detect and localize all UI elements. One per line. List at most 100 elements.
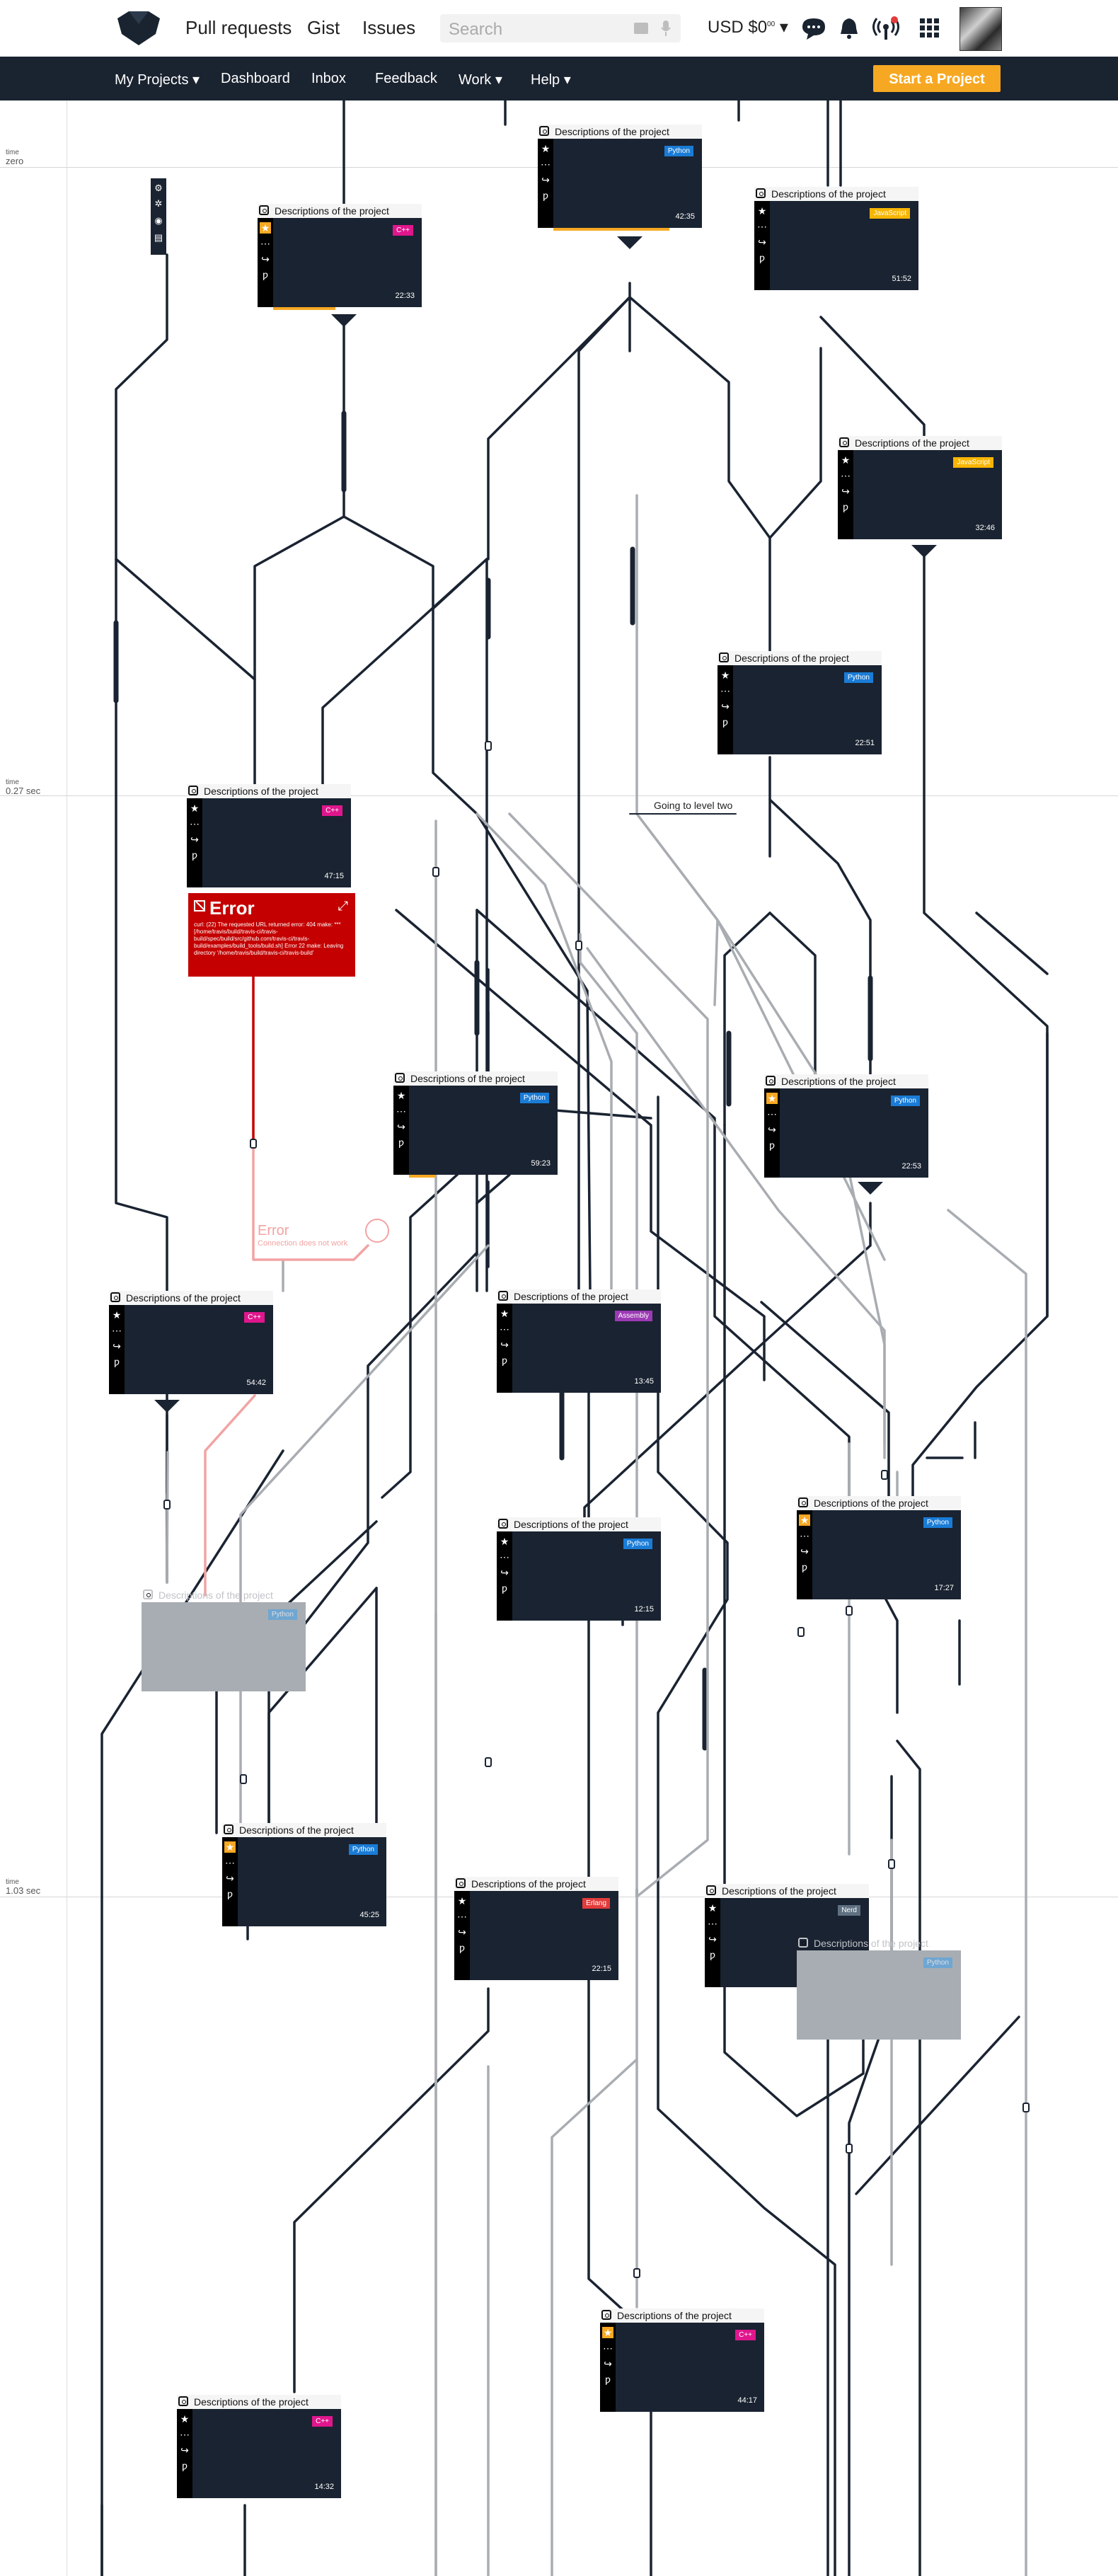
timer-icon[interactable] bbox=[365, 1219, 389, 1243]
forward-icon[interactable]: ↪ bbox=[604, 2358, 612, 2369]
camera-icon[interactable] bbox=[498, 1519, 508, 1529]
nav-dashboard[interactable]: Dashboard bbox=[221, 71, 290, 86]
star-icon[interactable]: ★ bbox=[541, 143, 551, 154]
project-card[interactable]: Descriptions of the project ★ ⋯ ↪ ƿ C++ … bbox=[187, 784, 351, 887]
star-icon[interactable]: ★ bbox=[260, 222, 271, 234]
project-card[interactable]: Descriptions of the project ★ ⋯ ↪ ƿ C++ … bbox=[109, 1291, 273, 1394]
card-title[interactable]: Descriptions of the project bbox=[771, 188, 886, 200]
branch-icon[interactable]: ƿ bbox=[182, 2460, 188, 2471]
star-icon[interactable]: ★ bbox=[112, 1309, 122, 1321]
pull-requests-link[interactable]: Pull requests bbox=[185, 17, 292, 38]
share-icon[interactable]: ⋯ bbox=[396, 1105, 406, 1117]
forward-icon[interactable]: ↪ bbox=[190, 834, 199, 845]
user-avatar[interactable] bbox=[959, 7, 1002, 51]
star-icon[interactable]: ★ bbox=[180, 2413, 190, 2425]
card-title[interactable]: Descriptions of the project bbox=[471, 1878, 586, 1890]
project-card[interactable]: Descriptions of the project ★ ⋯ ↪ ƿ Erla… bbox=[454, 1877, 618, 1980]
card-title[interactable]: Descriptions of the project bbox=[734, 652, 849, 664]
camera-icon[interactable] bbox=[498, 1291, 508, 1301]
eye-icon[interactable]: ◉ bbox=[154, 215, 163, 226]
project-card[interactable]: Descriptions of the project ★ ⋯ ↪ ƿ Pyth… bbox=[497, 1517, 661, 1621]
forward-icon[interactable]: ↪ bbox=[226, 1873, 234, 1884]
card-title[interactable]: Descriptions of the project bbox=[855, 437, 969, 449]
branch-icon[interactable]: ƿ bbox=[759, 252, 765, 263]
card-title[interactable]: Descriptions of the project bbox=[126, 1292, 241, 1304]
project-card[interactable]: Descriptions of the project ★ ⋯ ↪ ƿ C++ … bbox=[258, 204, 422, 310]
card-title[interactable]: Descriptions of the project bbox=[410, 1073, 525, 1084]
star-icon[interactable]: ★ bbox=[500, 1308, 509, 1319]
card-title[interactable]: Descriptions of the project bbox=[814, 1938, 928, 1949]
forward-icon[interactable]: ↪ bbox=[721, 701, 730, 712]
share-icon[interactable]: ⋯ bbox=[190, 818, 200, 829]
star-icon[interactable]: ★ bbox=[224, 1841, 236, 1853]
share-icon[interactable]: ⋯ bbox=[541, 159, 551, 170]
forward-icon[interactable]: ↪ bbox=[758, 236, 766, 248]
project-card[interactable]: Descriptions of the project ★ ⋯ ↪ ƿ Pyth… bbox=[718, 651, 882, 754]
camera-icon[interactable] bbox=[188, 786, 198, 795]
branch-icon[interactable]: ƿ bbox=[769, 1139, 775, 1151]
forward-icon[interactable]: ↪ bbox=[261, 253, 270, 265]
star-icon[interactable]: ★ bbox=[457, 1895, 467, 1907]
apps-grid-icon[interactable] bbox=[916, 14, 944, 42]
keyboard-icon[interactable] bbox=[634, 23, 648, 34]
card-title[interactable]: Descriptions of the project bbox=[204, 786, 318, 797]
share-icon[interactable]: ⋯ bbox=[720, 685, 730, 696]
broadcast-icon[interactable] bbox=[872, 14, 900, 42]
share-icon[interactable]: ⋯ bbox=[500, 1551, 509, 1563]
project-card[interactable]: Descriptions of the project ★ ⋯ ↪ ƿ Pyth… bbox=[797, 1936, 961, 2040]
project-card[interactable]: Descriptions of the project ★ ⋯ ↪ ƿ C++ … bbox=[177, 2395, 341, 2498]
project-card[interactable]: Descriptions of the project ★ ⋯ ↪ ƿ Pyth… bbox=[393, 1071, 558, 1178]
gist-link[interactable]: Gist bbox=[307, 17, 340, 38]
nav-feedback[interactable]: Feedback bbox=[375, 71, 437, 86]
share-icon[interactable]: ⋯ bbox=[708, 1918, 718, 1929]
camera-icon[interactable] bbox=[839, 437, 849, 447]
book-icon[interactable]: ▤ bbox=[154, 232, 163, 243]
card-title[interactable]: Descriptions of the project bbox=[514, 1519, 628, 1530]
share-icon[interactable]: ⋯ bbox=[180, 2429, 190, 2440]
microphone-icon[interactable] bbox=[661, 21, 671, 36]
camera-icon[interactable] bbox=[601, 2310, 611, 2320]
forward-icon[interactable]: ↪ bbox=[458, 1926, 466, 1938]
star-icon[interactable]: ★ bbox=[799, 1514, 810, 1526]
card-title[interactable]: Descriptions of the project bbox=[555, 126, 669, 137]
branch-icon[interactable]: ƿ bbox=[459, 1942, 465, 1953]
bell-icon[interactable] bbox=[835, 14, 863, 42]
camera-icon[interactable] bbox=[756, 188, 766, 198]
camera-icon[interactable] bbox=[178, 2396, 188, 2406]
project-card[interactable]: Descriptions of the project ★ ⋯ ↪ ƿ Java… bbox=[838, 436, 1002, 539]
camera-icon[interactable] bbox=[143, 1589, 153, 1599]
card-title[interactable]: Descriptions of the project bbox=[617, 2310, 732, 2321]
branch-icon[interactable]: ƿ bbox=[398, 1137, 404, 1148]
forward-icon[interactable]: ↪ bbox=[500, 1339, 509, 1350]
search-input[interactable]: Search bbox=[440, 14, 681, 42]
card-title[interactable]: Descriptions of the project bbox=[814, 1497, 928, 1509]
card-title[interactable]: Descriptions of the project bbox=[781, 1076, 896, 1087]
star-icon[interactable]: ★ bbox=[190, 803, 200, 814]
camera-icon[interactable] bbox=[259, 205, 269, 215]
share-icon[interactable]: ⋯ bbox=[500, 1323, 509, 1335]
camera-icon[interactable] bbox=[395, 1073, 405, 1083]
nav-help[interactable]: Help ▾ bbox=[531, 72, 571, 88]
project-card[interactable]: Descriptions of the project ★ ⋯ ↪ ƿ Pyth… bbox=[797, 1496, 961, 1599]
share-icon[interactable]: ⋯ bbox=[767, 1108, 777, 1120]
card-title[interactable]: Descriptions of the project bbox=[722, 1885, 836, 1897]
camera-icon[interactable] bbox=[539, 126, 549, 136]
branch-icon[interactable]: ƿ bbox=[605, 2374, 611, 2385]
project-card[interactable]: Descriptions of the project ★ ⋯ ↪ ƿ Pyth… bbox=[764, 1074, 928, 1178]
branch-icon[interactable]: ƿ bbox=[722, 716, 728, 728]
forward-icon[interactable]: ↪ bbox=[180, 2444, 189, 2456]
logo-icon[interactable] bbox=[113, 8, 164, 48]
branch-icon[interactable]: ƿ bbox=[543, 190, 548, 201]
star-icon[interactable]: ★ bbox=[841, 454, 851, 466]
branch-icon[interactable]: ƿ bbox=[227, 1888, 233, 1899]
settings-icon[interactable]: ⚙ bbox=[154, 183, 163, 193]
branch-icon[interactable]: ƿ bbox=[502, 1355, 507, 1366]
forward-icon[interactable]: ↪ bbox=[541, 174, 550, 185]
expand-icon[interactable]: ⤢ bbox=[338, 899, 348, 913]
forward-icon[interactable]: ↪ bbox=[768, 1124, 776, 1135]
branch-icon[interactable]: ƿ bbox=[843, 501, 848, 512]
star-icon[interactable]: ★ bbox=[708, 1902, 718, 1914]
forward-icon[interactable]: ↪ bbox=[841, 485, 850, 497]
issues-link[interactable]: Issues bbox=[362, 17, 416, 38]
camera-icon[interactable] bbox=[110, 1292, 120, 1302]
